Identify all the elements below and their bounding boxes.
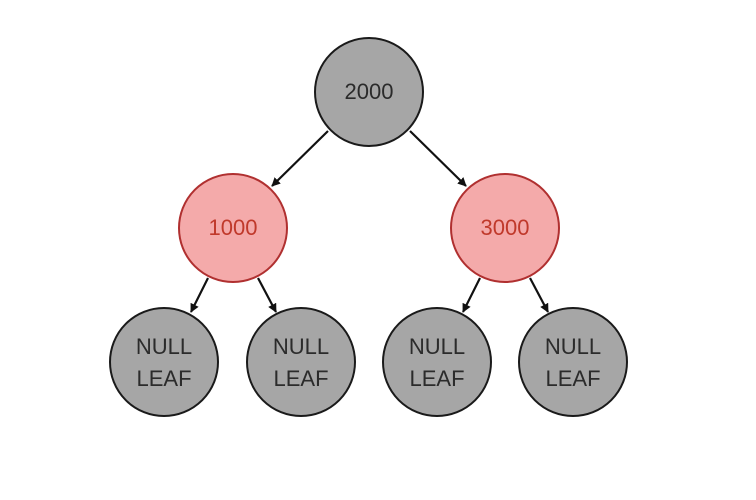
leaf-circle xyxy=(109,307,219,417)
leaf-label-line1: NULL xyxy=(136,334,192,359)
node-left-circle xyxy=(178,173,288,283)
edge-root-right xyxy=(409,130,467,187)
node-right-circle xyxy=(450,173,560,283)
leaf-circle xyxy=(382,307,492,417)
edge-right-right xyxy=(529,277,549,313)
node-right-left-leaf: NULL LEAF xyxy=(382,307,492,417)
edge-left-right xyxy=(257,277,277,313)
leaf-circle xyxy=(246,307,356,417)
node-right: 3000 xyxy=(450,173,560,283)
node-left-left-leaf: NULL LEAF xyxy=(109,307,219,417)
leaf-label-line2: LEAF xyxy=(273,366,328,391)
leaf-label-line2: LEAF xyxy=(136,366,191,391)
leaf-label-line2: LEAF xyxy=(545,366,600,391)
edge-root-left xyxy=(271,130,329,187)
edge-right-left xyxy=(462,277,481,313)
node-left: 1000 xyxy=(178,173,288,283)
leaf-label-line2: LEAF xyxy=(409,366,464,391)
leaf-label-line1: NULL xyxy=(545,334,601,359)
node-right-label: 3000 xyxy=(481,215,530,240)
leaf-label-line1: NULL xyxy=(273,334,329,359)
node-root-circle xyxy=(314,37,424,147)
node-left-right-leaf: NULL LEAF xyxy=(246,307,356,417)
node-root: 2000 xyxy=(314,37,424,147)
leaf-circle xyxy=(518,307,628,417)
edges xyxy=(190,130,549,313)
node-left-label: 1000 xyxy=(209,215,258,240)
node-right-right-leaf: NULL LEAF xyxy=(518,307,628,417)
edge-left-left xyxy=(190,277,209,313)
leaf-label-line1: NULL xyxy=(409,334,465,359)
node-root-label: 2000 xyxy=(345,79,394,104)
